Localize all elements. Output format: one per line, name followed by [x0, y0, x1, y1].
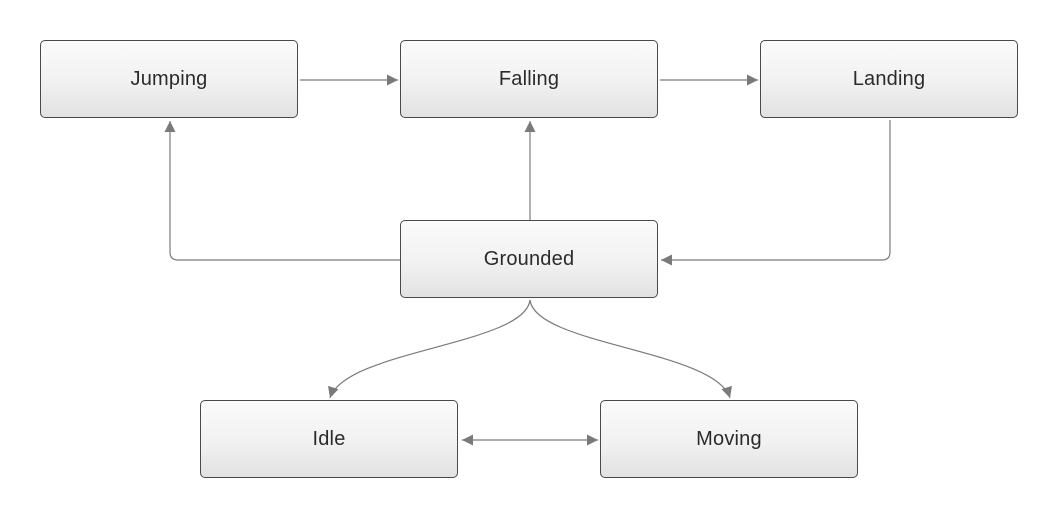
- state-node-jumping[interactable]: Jumping: [40, 40, 298, 118]
- state-node-idle[interactable]: Idle: [200, 400, 458, 478]
- state-label-grounded: Grounded: [483, 247, 575, 270]
- edge-grounded-to-jumping: [164, 121, 400, 261]
- state-label-idle: Idle: [312, 427, 346, 450]
- state-node-landing[interactable]: Landing: [760, 40, 1018, 118]
- state-label-falling: Falling: [498, 67, 560, 90]
- state-label-landing: Landing: [852, 67, 926, 90]
- edge-landing-to-grounded: [661, 120, 891, 266]
- state-label-jumping: Jumping: [130, 67, 208, 90]
- state-node-falling[interactable]: Falling: [400, 40, 658, 118]
- edge-grounded-to-moving: [529, 299, 732, 399]
- state-label-moving: Moving: [696, 427, 762, 450]
- state-node-grounded[interactable]: Grounded: [400, 220, 658, 298]
- edge-grounded-to-idle: [328, 299, 531, 399]
- state-node-moving[interactable]: Moving: [600, 400, 858, 478]
